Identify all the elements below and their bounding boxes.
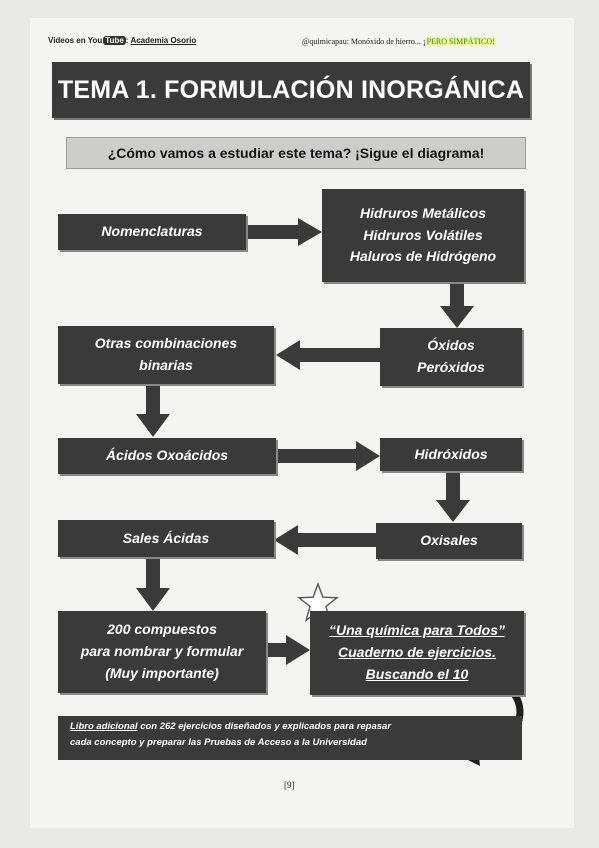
node-compuestos-line-2: para nombrar y formular <box>80 643 244 660</box>
page-number: [9] <box>284 780 295 790</box>
node-sales-line-1: Sales Ácidas <box>122 529 210 546</box>
banner-line-1: Libro adicional con 262 ejercicios diseñ… <box>70 719 510 735</box>
node-oxidos: Óxidos Peróxidos <box>380 328 522 386</box>
banner-lead: Libro adicional <box>70 721 138 732</box>
bottom-banner: Libro adicional con 262 ejercicios diseñ… <box>58 716 522 760</box>
node-otras-line-2: binarias <box>139 357 193 373</box>
header-right: @quimicapau: Monóxido de hierro... ¡PERO… <box>302 37 496 46</box>
node-otras-combinaciones: Otras combinaciones binarias <box>58 326 274 384</box>
diagram-subtitle: ¿Cómo vamos a estudiar este tema? ¡Sigue… <box>66 137 526 169</box>
node-compuestos-line-1: 200 compuestos <box>107 621 217 638</box>
header-prefix: Videos en You <box>48 36 103 45</box>
node-hidruros: Hidruros Metálicos Hidruros Volátiles Ha… <box>322 189 524 282</box>
node-sales-acidas: Sales Ácidas <box>58 520 274 557</box>
node-hidruros-line-2: Hidruros Volátiles <box>363 226 483 243</box>
node-hidroxidos: Hidróxidos <box>380 438 522 471</box>
node-oxidos-line-2: Peróxidos <box>417 359 485 375</box>
node-compuestos-line-3: (Muy importante) <box>105 664 219 681</box>
header-quote: @quimicapau: Monóxido de hierro... ¡ <box>302 37 426 46</box>
node-cuaderno-ejercicios: “Una química para Todos” Cuaderno de eje… <box>310 611 524 695</box>
youtube-logo-icon: Tube <box>103 36 126 45</box>
node-acidos-oxoacidos: Ácidos Oxoácidos <box>58 438 276 474</box>
node-nomenclaturas: Nomenclaturas <box>58 214 246 250</box>
node-oxisales-line-1: Oxisales <box>420 532 478 549</box>
node-cuaderno-line-2: Cuaderno de ejercicios. <box>338 644 496 661</box>
node-hidroxidos-line-1: Hidróxidos <box>414 445 488 462</box>
page-title: TEMA 1. FORMULACIÓN INORGÁNICA <box>52 62 530 118</box>
channel-link[interactable]: Academia Osorio <box>130 36 197 45</box>
node-cuaderno-line-1: “Una química para Todos” <box>328 622 506 639</box>
node-otras-line-1: Otras combinaciones <box>94 335 238 352</box>
node-cuaderno-line-3: Buscando el 10 <box>365 665 469 682</box>
header-separator: : <box>125 36 129 45</box>
header-left: Videos en You Tube : Academia Osorio <box>48 36 196 45</box>
node-oxisales: Oxisales <box>376 523 522 559</box>
node-oxidos-line-1: Óxidos <box>427 337 475 354</box>
node-hidruros-line-1: Hidruros Metálicos <box>359 204 487 221</box>
node-200-compuestos: 200 compuestos para nombrar y formular (… <box>58 611 266 693</box>
node-hidruros-line-3: Haluros de Hidrógeno <box>349 248 497 265</box>
banner-line-2: cada concepto y preparar las Pruebas de … <box>70 737 367 749</box>
node-nomenclaturas-line-1: Nomenclaturas <box>101 223 203 240</box>
header-highlight: PERO SIMPÁTICO! <box>425 37 496 46</box>
banner-rest: con 262 ejercicios diseñados y explicado… <box>137 721 392 732</box>
node-acidos-line-1: Ácidos Oxoácidos <box>105 447 229 464</box>
